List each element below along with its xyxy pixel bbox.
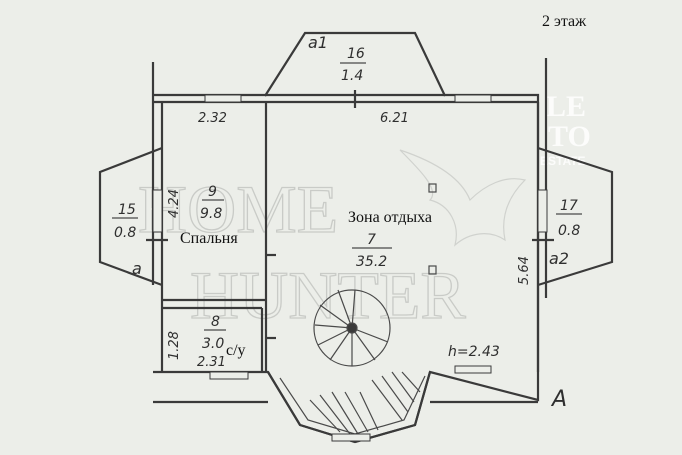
spiral-stair-icon [313,289,391,367]
axis-mark-A: А [550,387,567,412]
room-7-name: Зона отдыха [348,209,432,226]
window-bedroom-left [152,189,163,233]
dim-main-top: 6.21 [380,111,409,126]
logo-estate: ESTATE [540,154,586,168]
room-9-name: Спальня [180,230,238,247]
room-16-number: 16 [347,46,365,62]
room-8-area: 3.0 [202,336,224,352]
logo-le: LE [546,90,586,123]
window-main-right [537,189,548,233]
le-estate-logo: LE TO ESTATE [540,90,591,168]
room-15-area: 0.8 [114,225,136,241]
room-8-number: 8 [211,314,220,330]
dim-wc-bottom: 2.31 [197,355,226,370]
balcony-15-wall [98,146,163,287]
balcony-16-wall [264,31,446,97]
window-stair [331,433,371,442]
stair-steps-icon [309,371,421,435]
room-17-number: 17 [560,198,578,214]
dim-main-right: 5.64 [517,256,532,285]
bird-watermark-icon [399,149,527,247]
ceiling-height: h=2.43 [448,344,500,360]
stair-bay-wall [267,371,432,444]
dim-wc-left: 1.28 [167,331,182,360]
room-9-number: 9 [208,184,217,200]
room-17-area: 0.8 [558,223,580,239]
room-7-area: 35.2 [356,254,387,270]
window-main-top [454,94,492,103]
room-8-name: с/у [226,342,246,359]
watermark-hunter: HUNTER [190,257,466,333]
axis-mark-a: а [132,259,142,278]
axis-mark-a1: а1 [308,33,328,52]
window-main-bottom [454,365,492,374]
dim-bedroom-top: 2.32 [198,111,227,126]
room-9-area: 9.8 [200,206,222,222]
window-bedroom-top [204,94,242,103]
room-15-number: 15 [118,202,136,218]
dim-bedroom-left: 4.24 [167,189,182,218]
axis-mark-a2: а2 [549,249,569,268]
floor-title: 2 этаж [542,13,587,30]
column-marker-icon [428,183,437,193]
balcony-17-wall [537,146,614,287]
watermark-home: HOME [138,171,338,247]
room-16-area: 1.4 [341,68,363,84]
window-wc-bottom [209,371,249,380]
column-marker-icon [428,265,437,275]
room-7-number: 7 [367,232,376,248]
logo-to: TO [548,120,591,153]
